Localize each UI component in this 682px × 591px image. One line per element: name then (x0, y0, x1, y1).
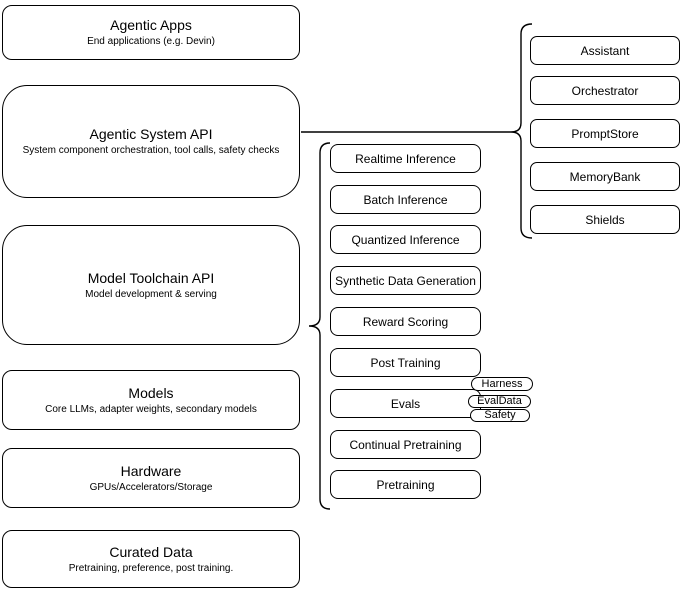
node-title: Agentic Apps (110, 17, 192, 33)
tag-safety: Safety (470, 409, 530, 422)
node-label: Quantized Inference (351, 232, 460, 247)
node-label: Shields (585, 212, 625, 227)
node-synthetic-data-generation: Synthetic Data Generation (330, 266, 481, 295)
node-post-training: Post Training (330, 348, 481, 377)
toolchain-bracket (308, 142, 331, 510)
node-evals: Evals (330, 389, 481, 418)
tag-label: Safety (484, 409, 516, 421)
node-label: Orchestrator (571, 83, 639, 98)
node-agentic-apps: Agentic Apps End applications (e.g. Devi… (2, 5, 300, 60)
node-label: Synthetic Data Generation (335, 273, 476, 288)
node-label: Assistant (580, 43, 630, 58)
tag-harness: Harness (471, 377, 533, 391)
node-title: Models (128, 384, 174, 401)
node-title: Agentic System API (89, 126, 213, 142)
node-title: Hardware (120, 462, 182, 479)
node-agentic-system-api: Agentic System API System component orch… (2, 85, 300, 198)
node-title: Curated Data (109, 543, 193, 560)
node-title: Model Toolchain API (87, 269, 215, 286)
node-reward-scoring: Reward Scoring (330, 307, 481, 336)
node-realtime-inference: Realtime Inference (330, 144, 481, 173)
tag-label: Harness (481, 377, 523, 390)
node-hardware: Hardware GPUs/Accelerators/Storage (2, 448, 300, 508)
node-subtitle: Model development & serving (85, 288, 217, 300)
node-pretraining: Pretraining (330, 470, 481, 499)
node-models: Models Core LLMs, adapter weights, secon… (2, 370, 300, 430)
node-memorybank: MemoryBank (530, 162, 680, 191)
node-subtitle: End applications (e.g. Devin) (87, 36, 215, 47)
tag-evaldata: EvalData (468, 395, 531, 408)
node-label: Batch Inference (363, 192, 448, 207)
node-assistant: Assistant (530, 36, 680, 65)
tag-label: EvalData (477, 395, 522, 407)
node-subtitle: Pretraining, preference, post training. (68, 562, 234, 574)
node-label: Reward Scoring (362, 314, 449, 329)
node-label: PromptStore (571, 126, 639, 141)
node-subtitle: GPUs/Accelerators/Storage (89, 481, 213, 493)
node-label: Evals (390, 396, 421, 411)
node-batch-inference: Batch Inference (330, 185, 481, 214)
node-orchestrator: Orchestrator (530, 76, 680, 105)
node-label: Continual Pretraining (349, 437, 462, 452)
node-subtitle: System component orchestration, tool cal… (22, 145, 280, 156)
node-quantized-inference: Quantized Inference (330, 225, 481, 254)
node-curated-data: Curated Data Pretraining, preference, po… (2, 530, 300, 588)
node-continual-pretraining: Continual Pretraining (330, 430, 481, 459)
node-label: MemoryBank (569, 169, 641, 184)
node-label: Realtime Inference (355, 151, 456, 166)
node-label: Post Training (370, 355, 441, 370)
node-subtitle: Core LLMs, adapter weights, secondary mo… (45, 403, 257, 415)
components-bracket (510, 23, 533, 239)
node-label: Pretraining (376, 477, 435, 492)
node-promptstore: PromptStore (530, 119, 680, 148)
node-shields: Shields (530, 205, 680, 234)
node-model-toolchain-api: Model Toolchain API Model development & … (2, 225, 300, 345)
